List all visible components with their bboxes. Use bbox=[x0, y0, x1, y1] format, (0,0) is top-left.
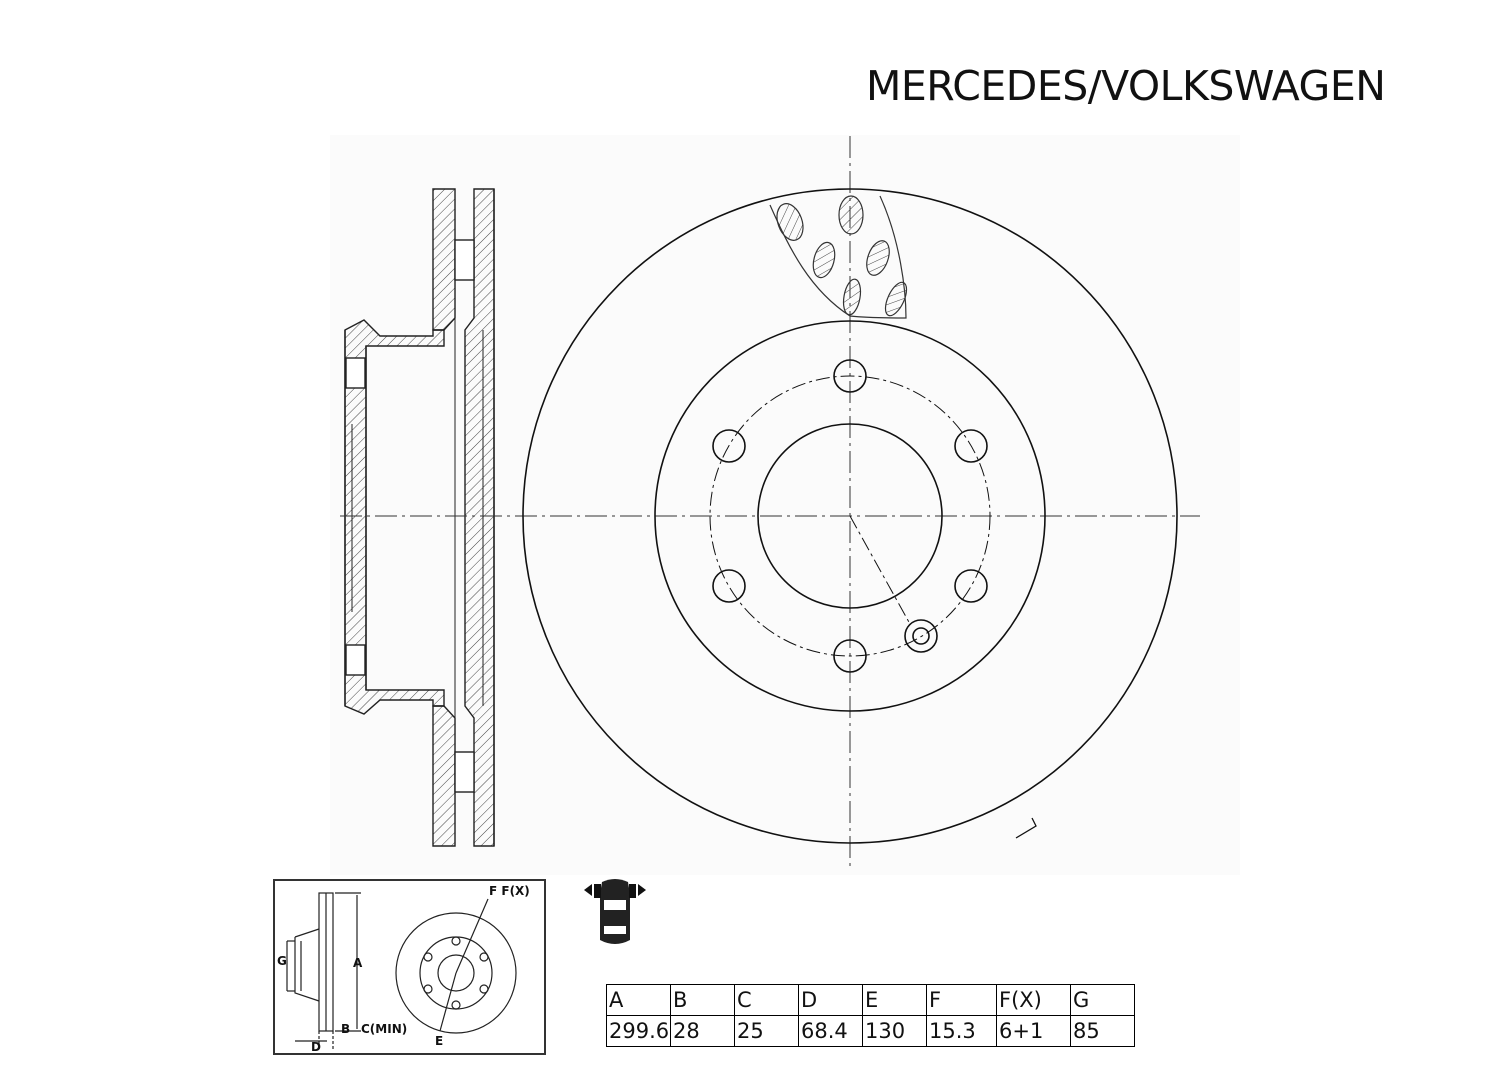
spec-value-row: 299.6 28 25 68.4 130 15.3 6+1 85 bbox=[606, 1015, 1135, 1047]
inset-label-c-min: C(MIN) bbox=[361, 1022, 407, 1036]
spec-value-c: 25 bbox=[734, 1015, 799, 1047]
spec-header-g: G bbox=[1070, 984, 1135, 1016]
spec-value-e: 130 bbox=[862, 1015, 927, 1047]
spec-value-b: 28 bbox=[670, 1015, 735, 1047]
vent-cutaway bbox=[769, 195, 908, 319]
inset-label-g: G bbox=[277, 954, 287, 968]
spec-value-f: 15.3 bbox=[926, 1015, 997, 1047]
front-view bbox=[522, 188, 1178, 844]
spec-header-fx: F(X) bbox=[996, 984, 1071, 1016]
car-axle-icon bbox=[584, 879, 646, 944]
inset-label-f-fx: F F(X) bbox=[489, 884, 530, 898]
spec-value-g: 85 bbox=[1070, 1015, 1135, 1047]
side-section-view bbox=[344, 188, 495, 847]
page-title: MERCEDES/VOLKSWAGEN bbox=[866, 62, 1386, 110]
spec-header-a: A bbox=[606, 984, 671, 1016]
inset-label-d: D bbox=[311, 1040, 321, 1053]
spec-table: A B C D E F F(X) G 299.6 28 25 68.4 130 … bbox=[606, 984, 1135, 1047]
spec-value-a: 299.6 bbox=[606, 1015, 671, 1047]
spec-header-b: B bbox=[670, 984, 735, 1016]
spec-header-e: E bbox=[862, 984, 927, 1016]
spec-header-row: A B C D E F F(X) G bbox=[606, 984, 1135, 1016]
inset-label-b: B bbox=[341, 1022, 350, 1036]
spec-header-d: D bbox=[798, 984, 863, 1016]
dimension-legend-inset: F F(X) G A B C(MIN) D E bbox=[273, 879, 546, 1055]
spec-header-f: F bbox=[926, 984, 997, 1016]
spec-value-d: 68.4 bbox=[798, 1015, 863, 1047]
inset-label-a: A bbox=[353, 956, 363, 970]
inset-label-e: E bbox=[435, 1034, 443, 1048]
spec-header-c: C bbox=[734, 984, 799, 1016]
spec-value-fx: 6+1 bbox=[996, 1015, 1071, 1047]
